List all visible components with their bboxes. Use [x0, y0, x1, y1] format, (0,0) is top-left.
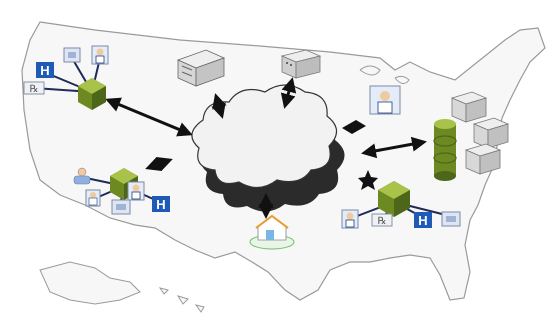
- svg-text:℞: ℞: [30, 84, 39, 95]
- server-icon: [450, 91, 488, 123]
- link-marker-star: [358, 170, 378, 190]
- svg-text:H: H: [156, 197, 165, 212]
- hawaii-outline: [158, 287, 205, 313]
- server-icon: [280, 49, 322, 79]
- doctor-icon: [85, 189, 101, 207]
- svg-text:℞: ℞: [378, 216, 387, 227]
- west-hub: H ℞: [23, 45, 109, 110]
- home-icon: [249, 214, 295, 250]
- link-arrow-west-hub: [105, 97, 193, 137]
- southwest-hub: H: [73, 167, 170, 215]
- database-cylinder-icon: [78, 78, 106, 110]
- link-arrow-server: [280, 77, 297, 109]
- hospital-icon: H: [414, 212, 432, 228]
- doctor-icon: [127, 181, 145, 201]
- database-cylinder-icon: [378, 181, 410, 217]
- doctor-icon: [91, 45, 109, 65]
- alaska-outline: [39, 261, 141, 305]
- southeast-hub: ℞ H: [341, 181, 461, 229]
- clinic-icon: [441, 211, 461, 227]
- pharmacy-icon: ℞: [371, 213, 393, 227]
- doctor-icon: [369, 85, 401, 115]
- link-marker-diamond: [342, 120, 366, 134]
- link-arrow-datacenter: [361, 136, 427, 159]
- doctor-icon: [341, 209, 359, 229]
- link-arrow-southwest-hub: [145, 156, 173, 172]
- hospital-icon: H: [36, 62, 54, 78]
- clinic-icon: [63, 47, 81, 63]
- patient-icon: [73, 167, 91, 185]
- clinic-icon: [111, 199, 131, 215]
- cloud-icon: [191, 84, 345, 212]
- database-cylinder-icon: [433, 119, 457, 181]
- datacenter: [433, 91, 510, 181]
- svg-text:H: H: [418, 213, 427, 228]
- hospital-icon: H: [152, 196, 170, 212]
- great-lakes: [359, 65, 410, 84]
- svg-text:H: H: [40, 63, 49, 78]
- server-icon: [472, 117, 510, 149]
- server-icon: [464, 143, 502, 175]
- link-arrow-printer: [211, 93, 227, 119]
- pharmacy-icon: ℞: [23, 81, 45, 95]
- printer-icon: [176, 49, 226, 87]
